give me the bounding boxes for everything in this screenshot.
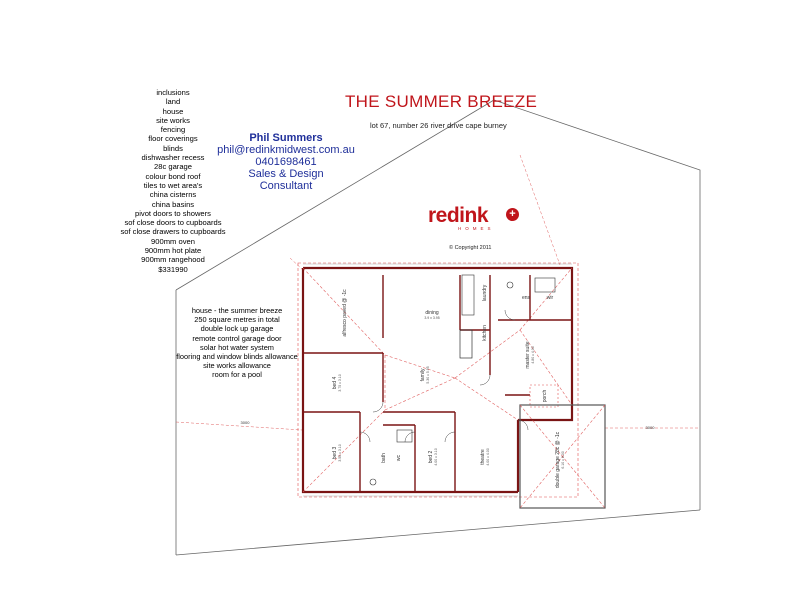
door-swings	[359, 309, 529, 443]
interior-walls	[303, 275, 572, 492]
room-dining-dim: 3.9 x 3.95	[424, 316, 440, 320]
room-porch: porch	[542, 389, 548, 403]
room-master-dim: 4.80 x 4.00	[531, 346, 535, 364]
roof-hips	[302, 267, 573, 493]
inclusion-price: $331990	[158, 264, 188, 274]
inclusion-item: china basins	[151, 199, 195, 209]
room-dining: dining 3.9 x 3.95	[412, 310, 452, 320]
house-note: solar hot water system	[200, 342, 274, 352]
house-note: 250 square metres in total	[194, 315, 280, 325]
room-garage-dim: 6.10 x 6.00	[561, 451, 565, 469]
dimension-marks	[303, 263, 572, 497]
inclusion-item: colour bond roof	[145, 171, 201, 181]
consultant-role-2: Consultant	[259, 180, 313, 192]
logo-sub: HOMES	[458, 226, 495, 231]
inclusion-item: pivot doors to showers	[135, 208, 211, 218]
house-note: site works allowance	[203, 361, 271, 371]
room-bath: bath	[381, 453, 387, 463]
consultant-role-1: Sales & Design	[248, 168, 324, 180]
inclusions-list: inclusions land house site works fencing…	[108, 88, 238, 274]
room-bed2: bed 2 4.00 x 3.10	[428, 442, 438, 472]
setback-left: 3000	[240, 420, 250, 425]
inclusion-item: dishwasher recess	[141, 153, 205, 163]
lot-boundary	[175, 99, 701, 556]
house-note: remote control garage door	[192, 333, 282, 343]
room-garage: double garage 28c @ -1c 6.10 x 6.00	[555, 425, 565, 495]
room-family: family 5.30 x 5.95	[420, 355, 430, 395]
consultant-email[interactable]: phil@redinkmidwest.com.au	[217, 144, 355, 156]
house-note: double lock up garage	[200, 324, 274, 334]
plus-icon: +	[506, 208, 519, 221]
inclusion-item: sof close doors to cupboards	[124, 218, 222, 228]
inclusion-item: tiles to wet area's	[143, 180, 203, 190]
inclusion-item: 900mm oven	[151, 236, 195, 246]
inclusion-item: house	[162, 106, 184, 116]
setback-right: 3000	[645, 425, 655, 430]
room-bed3: bed 3 3.50 x 3.10	[332, 438, 342, 468]
garage-outline	[519, 404, 606, 509]
room-wir: wir	[546, 295, 554, 301]
toilet-wc	[369, 478, 377, 486]
room-bed2-dim: 4.00 x 3.10	[434, 448, 438, 466]
inclusion-item: fencing	[160, 125, 186, 135]
room-kitchen: kitchen	[482, 325, 488, 341]
room-ens: ens	[521, 295, 531, 301]
inclusion-item: 900mm rangehood	[141, 255, 205, 265]
inclusion-item: 28c garage	[154, 162, 192, 172]
room-wc: wc	[396, 454, 402, 462]
bath-tub	[396, 429, 413, 443]
inclusion-item: land	[165, 97, 181, 107]
shower-ens	[534, 277, 556, 293]
room-bed4-dim: 3.75 x 3.10	[338, 374, 342, 392]
house-note: flooring and window blinds allowance	[176, 352, 298, 362]
kitchen-bench	[461, 274, 475, 316]
consultant-name: Phil Summers	[249, 132, 323, 144]
consultant-block: Phil Summers phil@redinkmidwest.com.au 0…	[196, 132, 376, 192]
inclusion-item: china cisterns	[149, 190, 197, 200]
inclusion-item: floor coverings	[148, 134, 198, 144]
porch-outline	[529, 384, 559, 408]
inclusion-item: inclusions	[156, 88, 190, 97]
inclusion-item: blinds	[163, 143, 183, 153]
room-master: master suite 4.80 x 4.00	[525, 335, 535, 375]
consultant-phone: 0401698461	[255, 156, 317, 168]
plan-title: THE SUMMER BREEZE	[345, 92, 538, 111]
redink-logo: redink + HOMES	[428, 204, 519, 245]
room-theatre-dim: 4.00 x 4.00	[486, 448, 490, 466]
inclusion-item: site works	[156, 115, 190, 125]
room-theatre: theatre 4.00 x 4.00	[480, 437, 490, 477]
house-notes: house - the summer breeze 250 square met…	[172, 306, 302, 380]
room-dining-label: dining	[425, 310, 439, 316]
inclusion-item: 900mm hot plate	[144, 246, 202, 256]
logo-word: redink	[428, 204, 489, 227]
roof-outline	[297, 262, 579, 498]
toilet-ens	[506, 281, 514, 289]
room-family-dim: 5.30 x 5.95	[426, 366, 430, 384]
copyright: © Copyright 2011	[449, 245, 492, 251]
room-alfresco: alfresco paved @ -1c	[342, 289, 348, 337]
setback-lines	[175, 154, 700, 431]
room-bed3-dim: 3.50 x 3.10	[338, 444, 342, 462]
kitchen-island	[459, 329, 473, 359]
lot-address: lot 67, number 26 river drive cape burne…	[370, 121, 507, 130]
room-laundry: laundry	[482, 284, 488, 302]
house-note: house - the summer breeze	[191, 306, 283, 315]
inclusion-item: sof close drawers to cupboards	[120, 227, 226, 237]
house-note: room for a pool	[212, 370, 262, 380]
room-bed4: bed 4 3.75 x 3.10	[332, 368, 342, 398]
